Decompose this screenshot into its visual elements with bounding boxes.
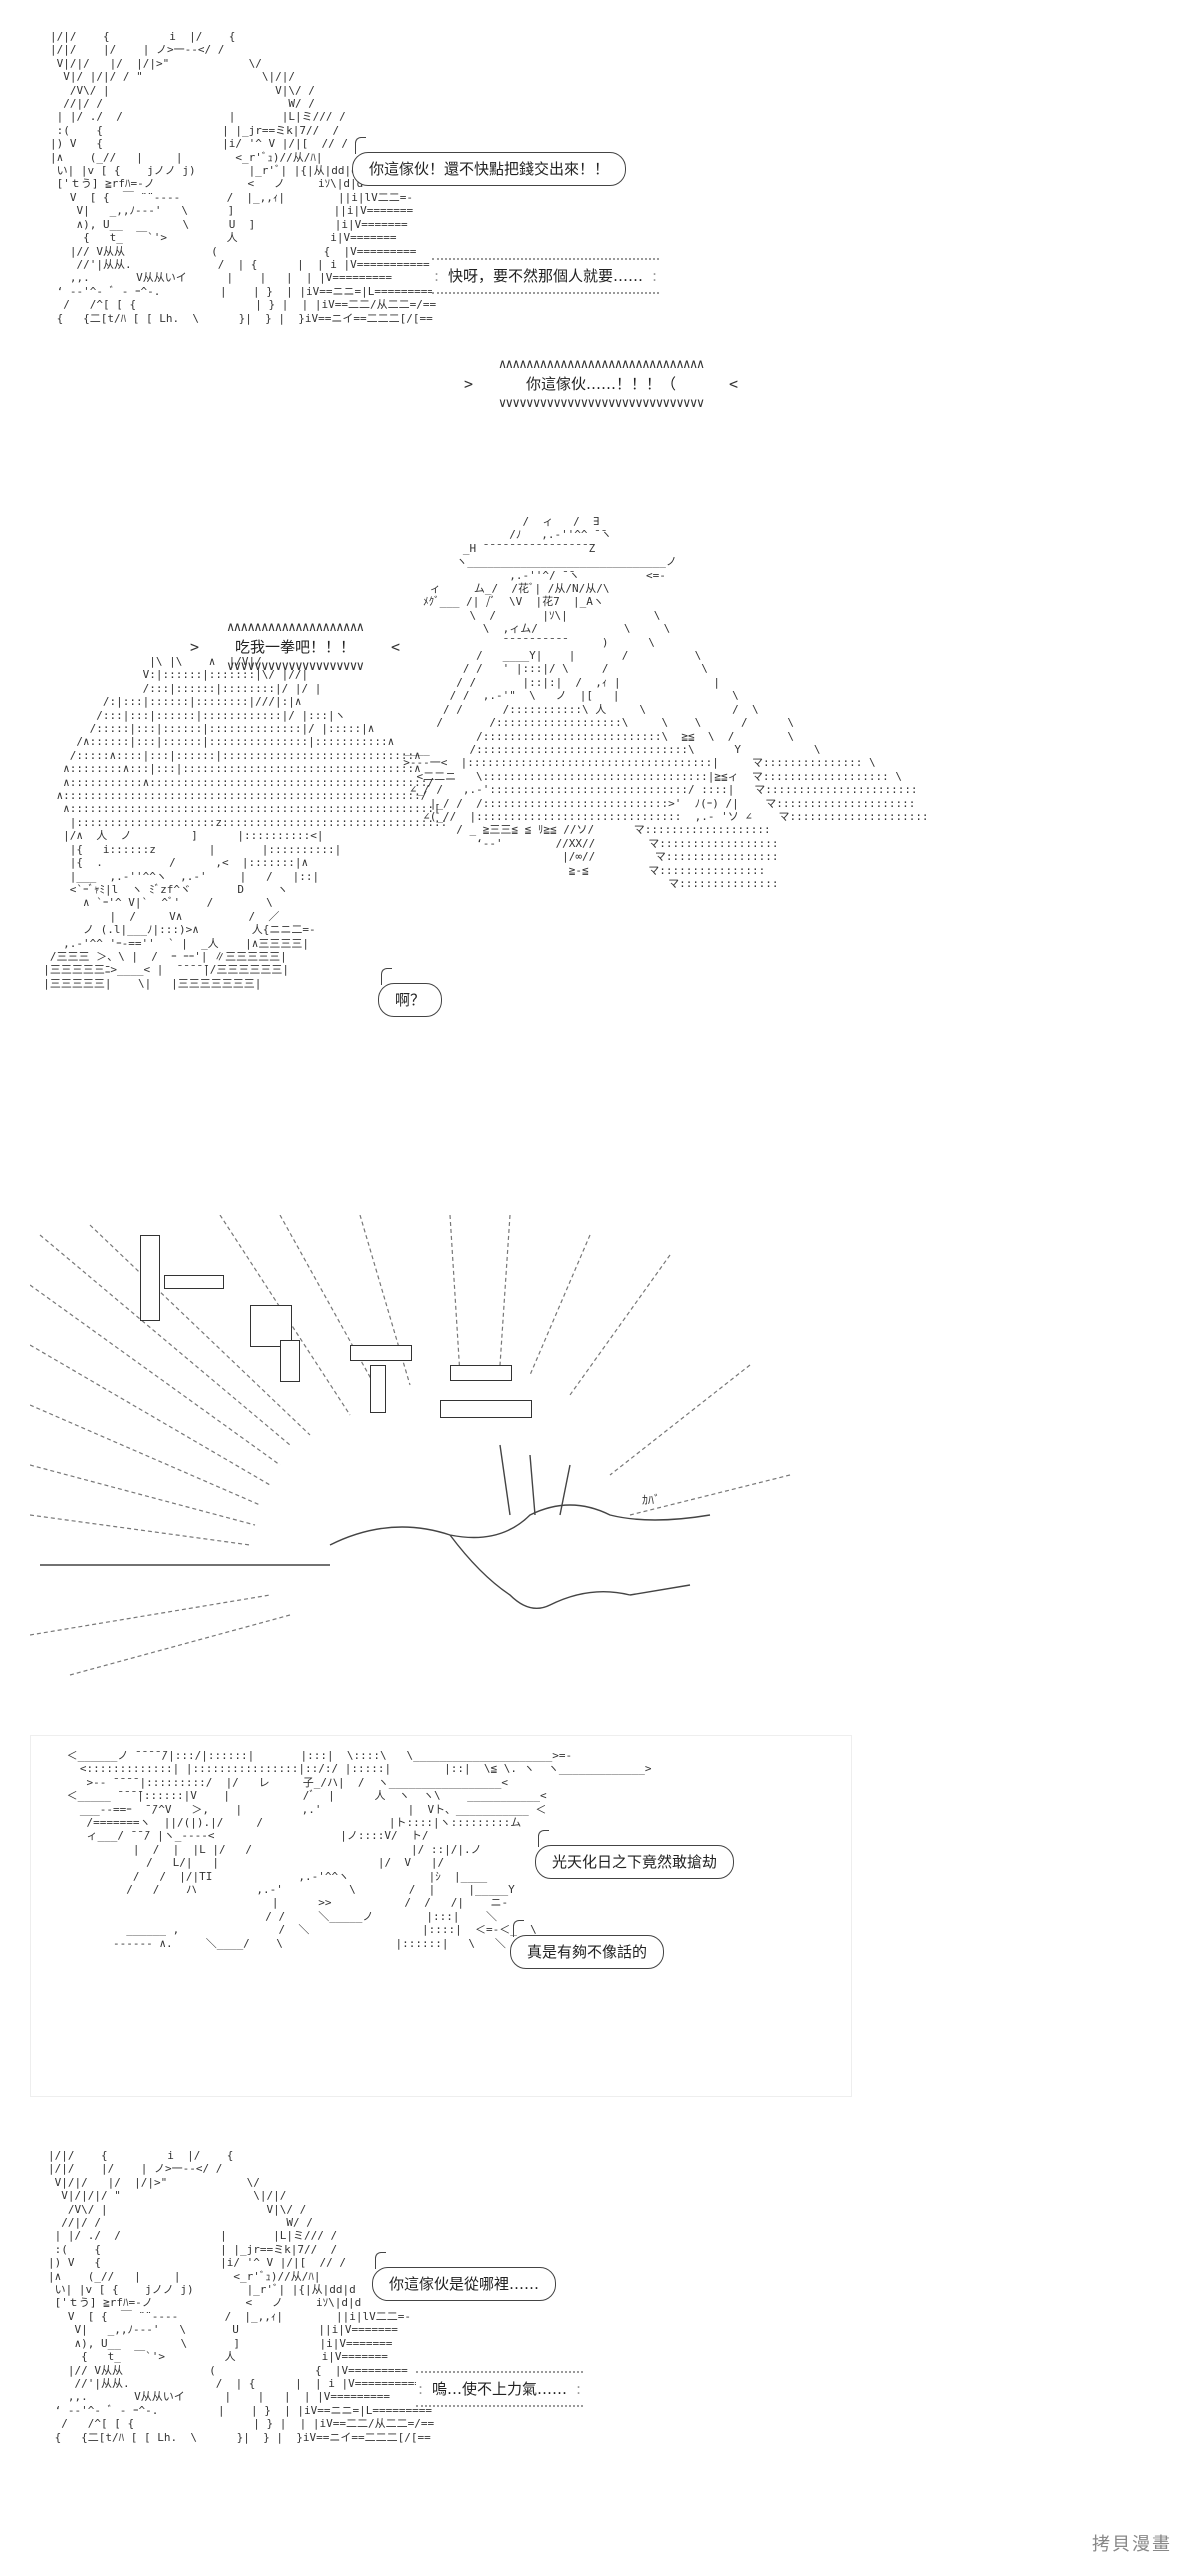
shout-spikes: ∨∨∨∨∨∨∨∨∨∨∨∨∨∨∨∨∨∨∨∨∨∨∨∨∨∨∨∨∨∨ [498,397,705,410]
panel-3: ドカァン ｶﾊﾞ [0,1215,1200,1695]
shout-text: 你這傢伙……！！！（ [525,375,676,393]
character-art-rescuer: ＜______ノ ̄ ̄ ̄ ̄ ̄/|:::/|::::::| |:::| \… [66,1749,652,1950]
speech-text: 你這傢伙！還不快點把錢交出來！！ [369,160,610,178]
shout-spikes: ∧∧∧∧∧∧∧∧∧∧∧∧∧∧∧∧∧∧∧∧∧∧∧∧∧∧∧∧∧∧ [498,358,705,371]
character-art-big-man: / ィ / ∃ /ﾉ ,.-''^^ ̄ ̄ヽ _H ̄ ̄ ̄ ̄ ̄ ̄ ̄… [403,515,929,890]
thought-text: 嗚…使不上力氣…… [432,2380,568,2398]
sfx-text: ドカァン [140,1425,144,1426]
sfx-glyph [164,1275,224,1289]
speech-text: 光天化日之下竟然敢搶劫 [552,1853,718,1871]
sfx-glyph [140,1235,160,1321]
thought-bubble: 嗚…使不上力氣…… [416,2371,584,2407]
sound-effect: ドカァン [140,1235,560,1455]
sfx-glyph [350,1345,412,1361]
speech-bubble: 真是有夠不像話的 [510,1920,665,1969]
impact-speedlines [30,1215,791,1676]
panel-5: |/|/ { i |/ { |/|/ |/ | ノ>一-‐</ / V|/|/ … [0,2135,1200,2570]
speech-text: 你這傢伙是從哪裡…… [389,2275,540,2293]
panel-2: / ィ / ∃ /ﾉ ,.-''^^ ̄ ̄ヽ _H ̄ ̄ ̄ ̄ ̄ ̄ ̄… [0,495,1200,1200]
speech-text: 真是有夠不像話的 [527,1943,648,1961]
shout-bubble: ∧∧∧∧∧∧∧∧∧∧∧∧∧∧∧∧∧∧∧∧∧∧∧∧∧∧∧∧∧∧ > 你這傢伙……！… [460,358,742,410]
sfx-glyph [280,1340,300,1382]
speech-bubble: 你這傢伙！還不快點把錢交出來！！ [352,137,627,186]
sfx-glyph [370,1365,386,1413]
shout-spikes: ∧∧∧∧∧∧∧∧∧∧∧∧∧∧∧∧∧∧∧∧ [226,621,365,634]
panel-frame [30,1735,852,2097]
shout-spikes: ∨∨∨∨∨∨∨∨∨∨∨∨∨∨∨∨∨∨∨∨ [226,660,365,673]
speech-text: 啊？ [395,991,426,1009]
sfx-small-text: ｶﾊﾞ [642,1493,661,1507]
speech-bubble: 光天化日之下竟然敢搶劫 [535,1830,735,1879]
watermark: 拷貝漫畫 [1092,2534,1172,2555]
shout-text: 吃我一拳吧！！！ [234,638,355,656]
panel-1: |/|/ { i |/ { |/|/ |/ | ノ>一-‐</ / V|/|/ … [0,0,1200,460]
panel-4: ＜______ノ ̄ ̄ ̄ ̄ ̄/|:::/|::::::| |:::| \… [0,1735,1200,2115]
character-art-thug: |/|/ { i |/ { |/|/ |/ | ノ>一-‐</ / V|/|/ … [50,30,437,325]
thought-text: 快呀，要不然那個人就要…… [448,267,644,285]
character-art-thug-weakened: |/|/ { i |/ { |/|/ |/ | ノ>一-‐</ / V|/|/ … [48,2149,435,2444]
sfx-glyph [450,1365,512,1381]
speech-bubble: 你這傢伙是從哪裡…… [372,2252,557,2301]
character-art-hero: |\ |\ ∧ |/V|/ V:|::::::|:::::::|\/ |//| … [43,655,448,990]
sfx-glyph [440,1400,532,1418]
thought-bubble: 快呀，要不然那個人就要…… [432,258,660,294]
speech-bubble: 啊？ [378,968,443,1017]
shout-bubble: ∧∧∧∧∧∧∧∧∧∧∧∧∧∧∧∧∧∧∧∧ > 吃我一拳吧！！！ < ∨∨∨∨∨∨… [186,621,404,673]
